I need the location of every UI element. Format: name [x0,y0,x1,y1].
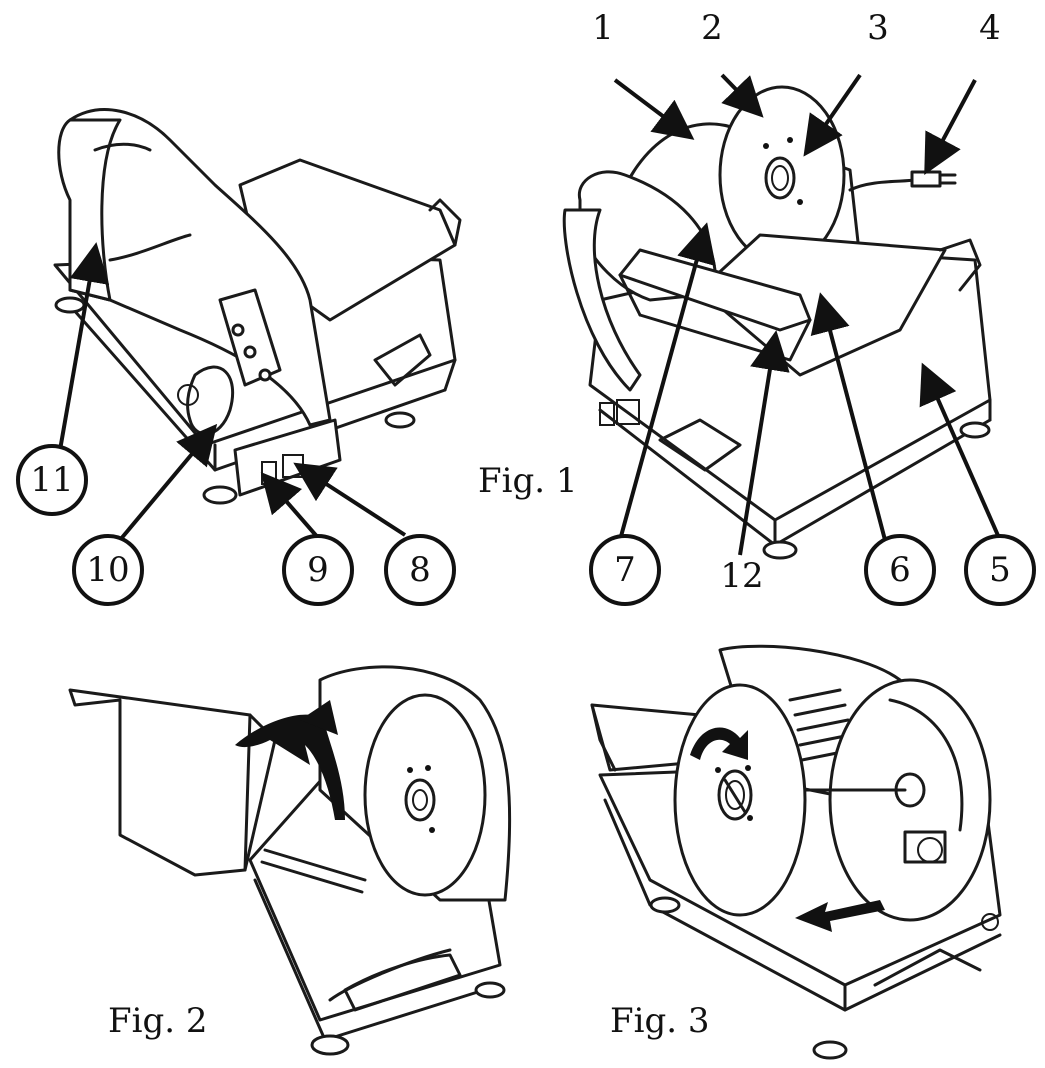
fig2-caption: Fig. 2 [108,1001,207,1041]
callout-6: 6 [864,534,936,606]
callout-7-label: 7 [614,550,636,590]
callout-6-label: 6 [889,550,911,590]
callout-3-label: 3 [867,8,889,48]
callout-arrows [58,73,1002,556]
fig3-slicer [590,644,1002,1060]
callout-7: 7 [589,534,661,606]
fig2-slicer [68,665,512,1056]
callout-11: 11 [16,444,88,516]
callout-1-label: 1 [592,8,614,48]
callout-5-label: 5 [989,550,1011,590]
fig1-left-slicer [53,108,462,505]
callout-4-label: 4 [979,8,1001,48]
callout-2-label: 2 [701,8,723,48]
fig1-right-slicer [562,85,992,560]
callout-10: 10 [72,534,144,606]
fig1-caption: Fig. 1 [478,461,577,501]
callout-12-label: 12 [720,556,763,596]
callout-8: 8 [384,534,456,606]
callout-10-label: 10 [86,550,129,590]
callout-11-label: 11 [30,460,73,500]
callout-5: 5 [964,534,1036,606]
callout-8-label: 8 [409,550,431,590]
callout-9: 9 [282,534,354,606]
callout-9-label: 9 [307,550,329,590]
fig3-caption: Fig. 3 [610,1001,709,1041]
